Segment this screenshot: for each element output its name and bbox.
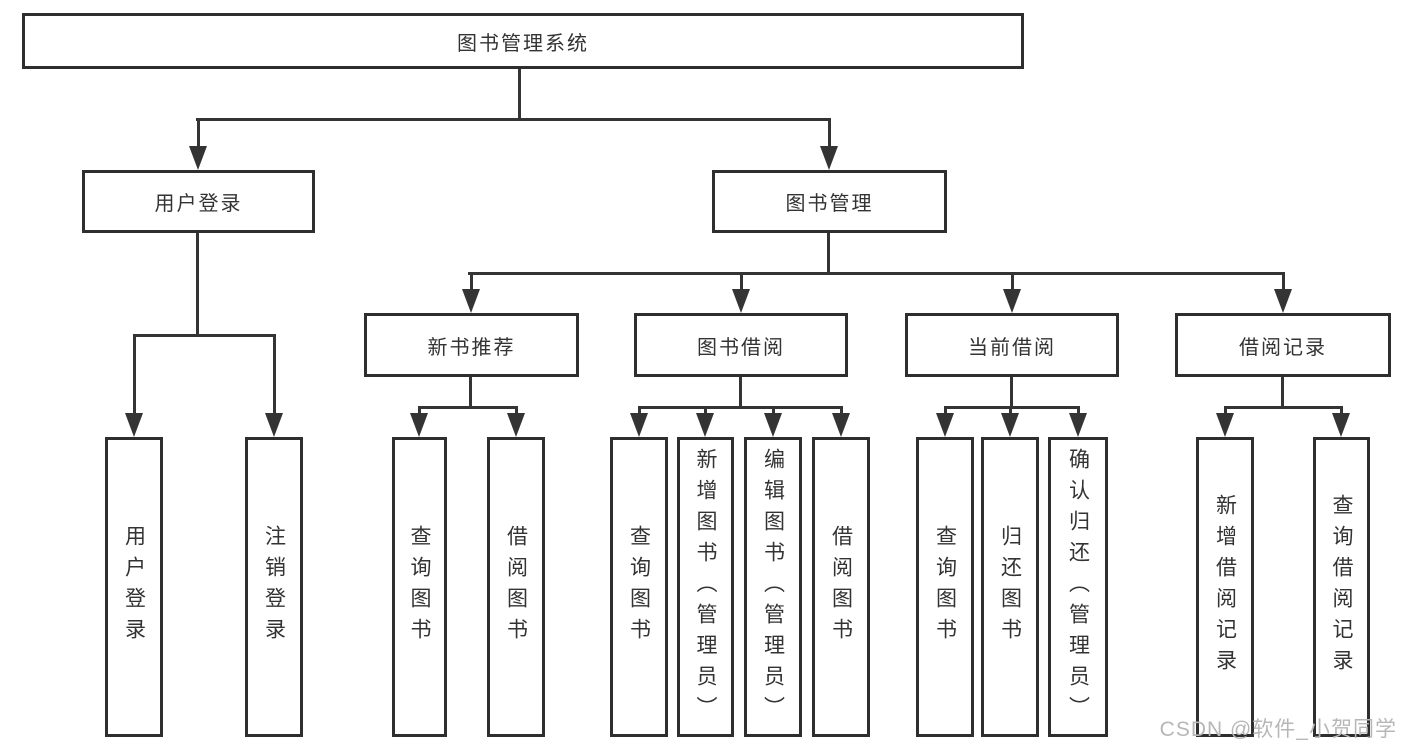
arrowhead-down-icon [1069,413,1087,437]
node-book-management: 图书管理 [712,170,947,233]
connector-current-borrow-stem [1010,377,1013,407]
arrowhead-down-icon [1274,289,1292,313]
arrowhead-down-icon [507,413,525,437]
connector-new-book-recommend-stem [469,377,472,407]
connector-book-borrow-rail [638,406,843,409]
node-current-borrow: 当前借阅 [905,313,1119,377]
leaf-br-add-record: 新增借阅记录 [1196,437,1254,737]
leaf-logout: 注销登录 [245,437,303,737]
connector-root-stem [518,69,521,119]
node-root: 图书管理系统 [22,13,1024,69]
connector-drop [470,273,473,297]
arrowhead-down-icon [1003,289,1021,313]
node-borrow-record: 借阅记录 [1175,313,1391,377]
arrowhead-down-icon [764,413,782,437]
connector-level1-rail [196,118,831,121]
connector-drop [828,119,831,154]
arrowhead-down-icon [820,146,838,170]
connector-book-borrow-stem [739,377,742,407]
leaf-bb-query-books: 查询图书 [610,437,668,737]
arrowhead-down-icon [832,413,850,437]
connector-current-borrow-rail [944,406,1080,409]
connector-new-book-recommend-rail [418,406,518,409]
connector-drop [1011,273,1014,297]
node-book-borrow: 图书借阅 [634,313,848,377]
connector-drop [1282,273,1285,297]
leaf-cb-return-books: 归还图书 [981,437,1039,737]
leaf-nbr-borrow-books: 借阅图书 [487,437,545,737]
connector-user-login-rail [133,334,276,337]
leaf-br-query-record: 查询借阅记录 [1313,437,1370,737]
arrowhead-down-icon [189,146,207,170]
arrowhead-down-icon [410,413,428,437]
arrowhead-down-icon [1001,413,1019,437]
leaf-bb-borrow-books: 借阅图书 [812,437,870,737]
arrowhead-down-icon [696,413,714,437]
node-user-login: 用户登录 [82,170,315,233]
arrowhead-down-icon [1332,413,1350,437]
leaf-nbr-query-books: 查询图书 [392,437,447,737]
arrowhead-down-icon [125,413,143,437]
connector-drop [197,119,200,154]
connector-drop [740,273,743,297]
leaf-cb-confirm-return-admin: 确认归还（管理员） [1048,437,1108,737]
arrowhead-down-icon [630,413,648,437]
arrowhead-down-icon [265,413,283,437]
arrowhead-down-icon [462,289,480,313]
leaf-user-login: 用户登录 [105,437,163,737]
connector-drop [273,335,276,421]
connector-book-management-stem [827,233,830,273]
connector-user-login-stem [196,233,199,335]
leaf-cb-query-books: 查询图书 [916,437,974,737]
connector-book-management-rail [468,272,1285,275]
csdn-watermark: CSDN @软件_小贺同学 [1159,718,1397,741]
arrowhead-down-icon [732,289,750,313]
leaf-bb-edit-books-admin: 编辑图书（管理员） [744,437,802,737]
arrowhead-down-icon [936,413,954,437]
connector-drop [133,335,136,421]
connector-borrow-record-stem [1281,377,1284,407]
node-new-book-recommend: 新书推荐 [364,313,579,377]
arrowhead-down-icon [1216,413,1234,437]
connector-borrow-record-rail [1224,406,1343,409]
leaf-bb-add-books-admin: 新增图书（管理员） [677,437,734,737]
